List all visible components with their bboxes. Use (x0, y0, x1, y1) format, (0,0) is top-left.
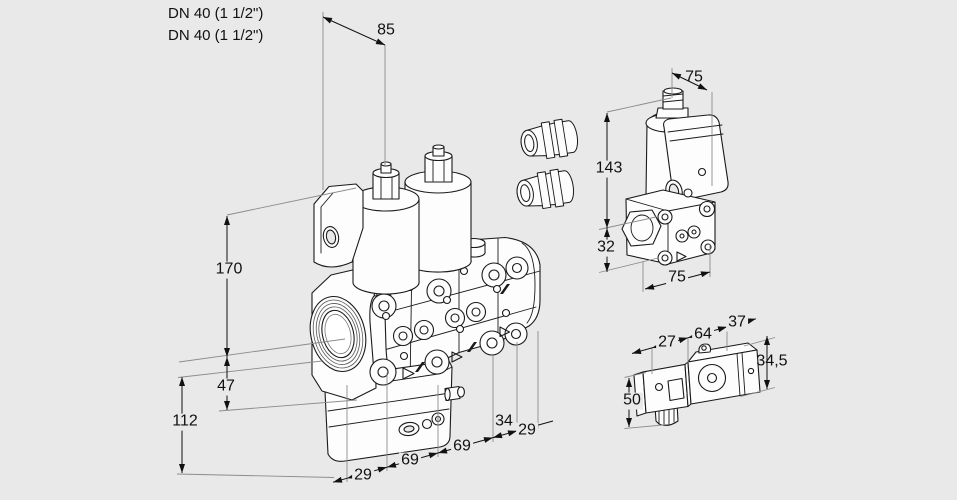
dim-label-75-bottom: 75 (666, 268, 688, 287)
dim-label-170: 170 (213, 260, 245, 279)
cable-gland-part-2 (513, 166, 577, 214)
pressure-switch-illustration (633, 342, 761, 427)
dim-label-75-top: 75 (685, 68, 703, 86)
extension-lines (176, 12, 776, 482)
dim-label-27: 27 (656, 333, 678, 352)
dim-label-69b: 69 (451, 437, 473, 456)
mounting-bracket (313, 183, 364, 268)
dim-label-50: 50 (621, 391, 643, 410)
port-size-label-1: DN 40 (1 1/2") (168, 5, 264, 22)
dim-label-29b: 29 (516, 421, 538, 440)
dim-label-37: 37 (726, 313, 748, 332)
dim-label-85: 85 (377, 21, 395, 39)
dim-label-69a: 69 (399, 451, 421, 470)
dim-label-112: 112 (170, 412, 200, 431)
dim-label-47: 47 (215, 377, 237, 396)
port-size-label-2: DN 40 (1 1/2") (168, 27, 264, 44)
cable-gland-part-1 (517, 116, 581, 164)
dim-label-29a: 29 (352, 466, 374, 485)
dim-label-32: 32 (595, 238, 617, 257)
dim-label-34-5: 34,5 (756, 352, 788, 370)
side-valve-illustration (621, 87, 729, 266)
dim-label-64: 64 (692, 325, 714, 344)
dim-label-34: 34 (495, 412, 513, 430)
left-solenoid-coil (352, 161, 420, 295)
main-valve-illustration (309, 116, 581, 462)
dim-label-143: 143 (593, 159, 625, 178)
right-solenoid-coil (404, 144, 472, 273)
